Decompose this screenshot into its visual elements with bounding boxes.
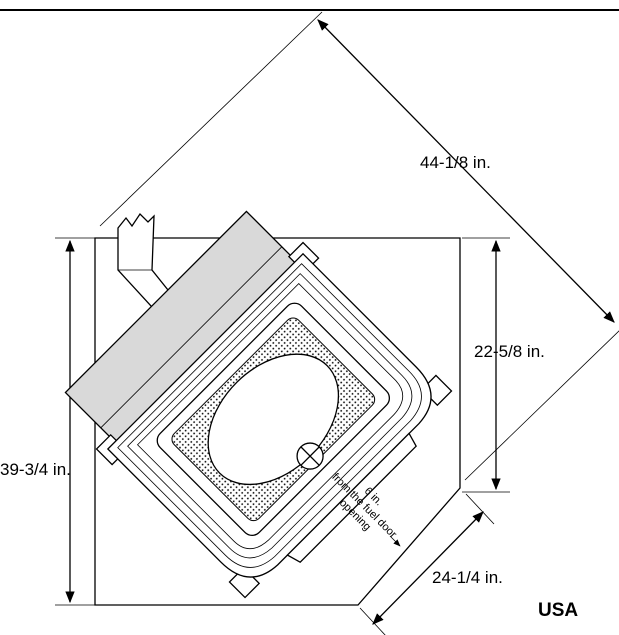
region-label: USA — [538, 600, 578, 621]
dimension-arrow-diagonal — [317, 19, 615, 323]
dimension-label-right: 22-5/8 in. — [474, 342, 545, 361]
stove-ash-lip — [286, 432, 417, 563]
dimension-label-left: 39-3/4 in. — [0, 460, 71, 479]
dimension-label-bottom: 24-1/4 in. — [432, 568, 503, 587]
chimney-pipe — [117, 212, 177, 320]
stove-door-handle — [296, 442, 324, 470]
stove — [64, 210, 453, 599]
dimension-label-diagonal: 44-1/8 in. — [420, 153, 491, 172]
dimension-arrow-bottom — [372, 511, 484, 625]
clearance-arrow-lower — [389, 535, 401, 547]
